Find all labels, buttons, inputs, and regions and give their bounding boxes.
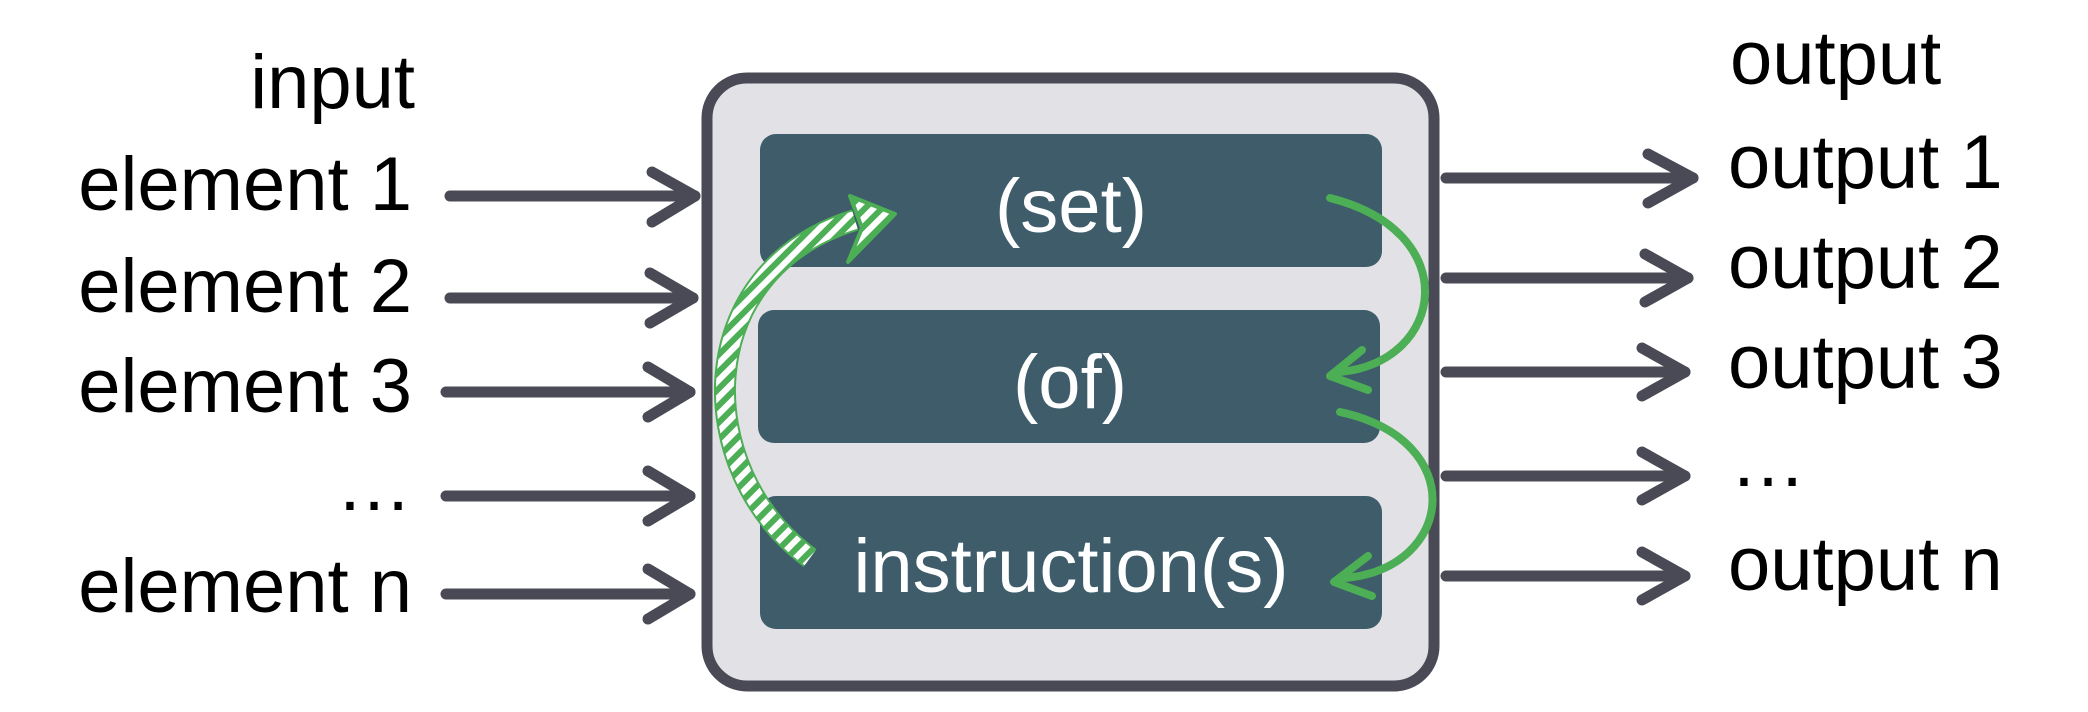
output-arrow-2: [1440, 248, 1694, 308]
input-label-3: element 3: [78, 344, 412, 429]
loop-arrow: [714, 194, 897, 567]
row-instructions-label: instruction(s): [854, 524, 1289, 609]
input-arrow-4: [440, 465, 696, 527]
input-arrow-5: [440, 563, 696, 625]
input-arrow-2: [444, 267, 699, 329]
output-arrow-3: [1440, 342, 1691, 402]
input-arrow-1: [444, 166, 701, 228]
flow-arrows: [1326, 194, 1437, 600]
loop-arrow-shaft-stripes: [716, 211, 858, 566]
input-heading: input: [250, 40, 415, 125]
input-arrows: [440, 166, 701, 625]
input-label-2: element 2: [78, 244, 412, 329]
flow-arrow-set-to-of: [1326, 194, 1429, 394]
row-of-label: (of): [1013, 340, 1127, 425]
output-arrows: [1440, 148, 1699, 606]
row-instructions: [760, 496, 1382, 629]
input-label-n: element n: [78, 544, 412, 629]
input-label-1: element 1: [78, 142, 412, 227]
output-arrow-1: [1440, 148, 1699, 209]
input-label-ellipsis: …: [336, 442, 412, 527]
output-arrow-5: [1440, 546, 1691, 606]
output-label-3: output 3: [1728, 320, 2003, 405]
row-set: [760, 134, 1382, 267]
output-label-2: output 2: [1728, 220, 2003, 305]
row-set-label: (set): [995, 164, 1147, 249]
loop-arrow-head: [846, 194, 897, 264]
output-label-1: output 1: [1728, 120, 2003, 205]
flow-arrow-of-to-instructions: [1330, 408, 1437, 600]
output-label-ellipsis: …: [1730, 418, 1806, 503]
output-heading: output: [1730, 16, 1941, 101]
input-arrow-3: [440, 361, 696, 423]
output-label-n: output n: [1728, 522, 2003, 607]
output-arrow-4: [1440, 446, 1691, 506]
row-of: [758, 310, 1380, 443]
